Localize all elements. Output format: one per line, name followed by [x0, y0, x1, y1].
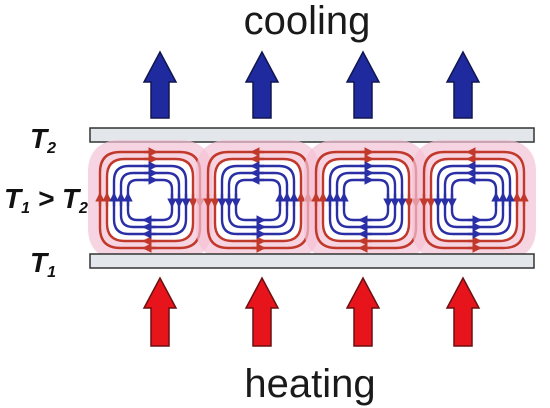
cooling-label: cooling — [244, 0, 371, 43]
streamline — [436, 164, 512, 236]
streamline — [342, 178, 390, 222]
heating-arrows — [142, 276, 481, 347]
lower-plate — [89, 253, 535, 269]
streamline — [227, 171, 289, 229]
convection-cell — [196, 140, 320, 260]
heating-arrow — [345, 276, 381, 347]
streamline — [112, 164, 188, 236]
streamline — [119, 171, 181, 229]
heating-arrow — [142, 276, 178, 347]
streamline — [328, 164, 404, 236]
convection-cell — [304, 140, 428, 260]
streamline — [443, 171, 505, 229]
streamline — [213, 157, 303, 243]
streamline — [335, 171, 397, 229]
convection-cell — [412, 140, 536, 260]
convection-cells — [88, 140, 536, 260]
cooling-arrow — [142, 50, 178, 119]
streamline — [321, 157, 411, 243]
temperature-relation-label: T1 > T2 — [4, 183, 88, 217]
streamline — [422, 150, 526, 250]
streamline — [220, 164, 296, 236]
cooling-arrow — [244, 50, 280, 119]
upper-plate-temp-label: T2 — [30, 123, 56, 157]
streamline — [234, 178, 282, 222]
heating-arrow — [445, 276, 481, 347]
lower-plate-temp-label: T1 — [30, 247, 56, 281]
streamline — [126, 178, 174, 222]
cooling-arrows — [142, 50, 481, 119]
heating-label: heating — [244, 362, 375, 406]
streamline — [105, 157, 195, 243]
upper-plate — [89, 127, 535, 143]
cooling-arrow — [345, 50, 381, 119]
cooling-arrow — [445, 50, 481, 119]
streamline — [450, 178, 498, 222]
convection-cell — [88, 140, 212, 260]
heating-arrow — [244, 276, 280, 347]
streamline — [429, 157, 519, 243]
